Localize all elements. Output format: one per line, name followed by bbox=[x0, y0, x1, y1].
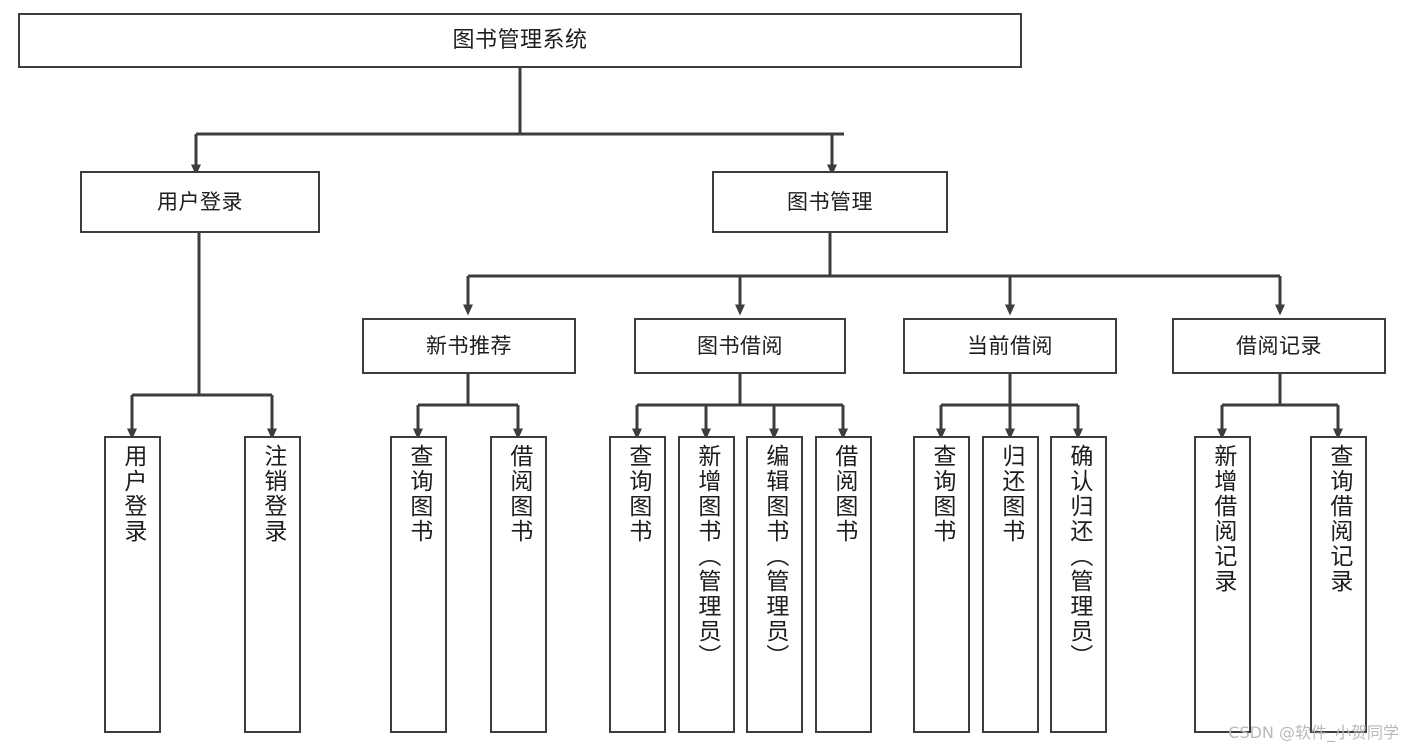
leaf-bb-add-book-admin-label: 新增图书（管理员） bbox=[693, 444, 720, 669]
leaf-bb-query-book[interactable]: 查询图书 bbox=[609, 436, 666, 733]
node-book-borrow-label: 图书借阅 bbox=[697, 333, 783, 358]
node-user-login[interactable]: 用户登录 bbox=[80, 171, 320, 233]
node-book-management[interactable]: 图书管理 bbox=[712, 171, 948, 233]
node-new-book-recommend[interactable]: 新书推荐 bbox=[362, 318, 576, 374]
leaf-cb-query-book-label: 查询图书 bbox=[928, 444, 955, 544]
node-new-book-recommend-label: 新书推荐 bbox=[426, 333, 512, 358]
leaf-br-add-record[interactable]: 新增借阅记录 bbox=[1194, 436, 1251, 733]
leaf-user-login[interactable]: 用户登录 bbox=[104, 436, 161, 733]
leaf-logout[interactable]: 注销登录 bbox=[244, 436, 301, 733]
node-current-borrow[interactable]: 当前借阅 bbox=[903, 318, 1117, 374]
leaf-cb-confirm-return-admin-label: 确认归还（管理员） bbox=[1065, 444, 1092, 669]
leaf-bb-borrow-book-label: 借阅图书 bbox=[830, 444, 857, 544]
leaf-cb-confirm-return-admin[interactable]: 确认归还（管理员） bbox=[1050, 436, 1107, 733]
node-root-label: 图书管理系统 bbox=[452, 27, 588, 53]
node-borrow-record-label: 借阅记录 bbox=[1236, 333, 1322, 358]
node-user-login-label: 用户登录 bbox=[157, 189, 243, 214]
leaf-nb-query-book[interactable]: 查询图书 bbox=[390, 436, 447, 733]
leaf-nb-query-book-label: 查询图书 bbox=[405, 444, 432, 544]
leaf-cb-return-book-label: 归还图书 bbox=[997, 444, 1024, 544]
leaf-br-query-record-label: 查询借阅记录 bbox=[1325, 444, 1352, 594]
node-root-library-system[interactable]: 图书管理系统 bbox=[18, 13, 1022, 68]
leaf-bb-query-book-label: 查询图书 bbox=[624, 444, 651, 544]
node-book-management-label: 图书管理 bbox=[787, 189, 873, 214]
leaf-logout-label: 注销登录 bbox=[259, 444, 286, 544]
node-borrow-record[interactable]: 借阅记录 bbox=[1172, 318, 1386, 374]
leaf-bb-borrow-book[interactable]: 借阅图书 bbox=[815, 436, 872, 733]
leaf-user-login-label: 用户登录 bbox=[119, 444, 146, 544]
leaf-bb-edit-book-admin-label: 编辑图书（管理员） bbox=[761, 444, 788, 669]
leaf-nb-borrow-book-label: 借阅图书 bbox=[505, 444, 532, 544]
leaf-bb-edit-book-admin[interactable]: 编辑图书（管理员） bbox=[746, 436, 803, 733]
leaf-cb-return-book[interactable]: 归还图书 bbox=[982, 436, 1039, 733]
leaf-nb-borrow-book[interactable]: 借阅图书 bbox=[490, 436, 547, 733]
node-current-borrow-label: 当前借阅 bbox=[967, 333, 1053, 358]
csdn-watermark: CSDN @软件_小贺同学 bbox=[1228, 723, 1399, 742]
leaf-cb-query-book[interactable]: 查询图书 bbox=[913, 436, 970, 733]
node-book-borrow[interactable]: 图书借阅 bbox=[634, 318, 846, 374]
leaf-bb-add-book-admin[interactable]: 新增图书（管理员） bbox=[678, 436, 735, 733]
leaf-br-add-record-label: 新增借阅记录 bbox=[1209, 444, 1236, 594]
leaf-br-query-record[interactable]: 查询借阅记录 bbox=[1310, 436, 1367, 733]
